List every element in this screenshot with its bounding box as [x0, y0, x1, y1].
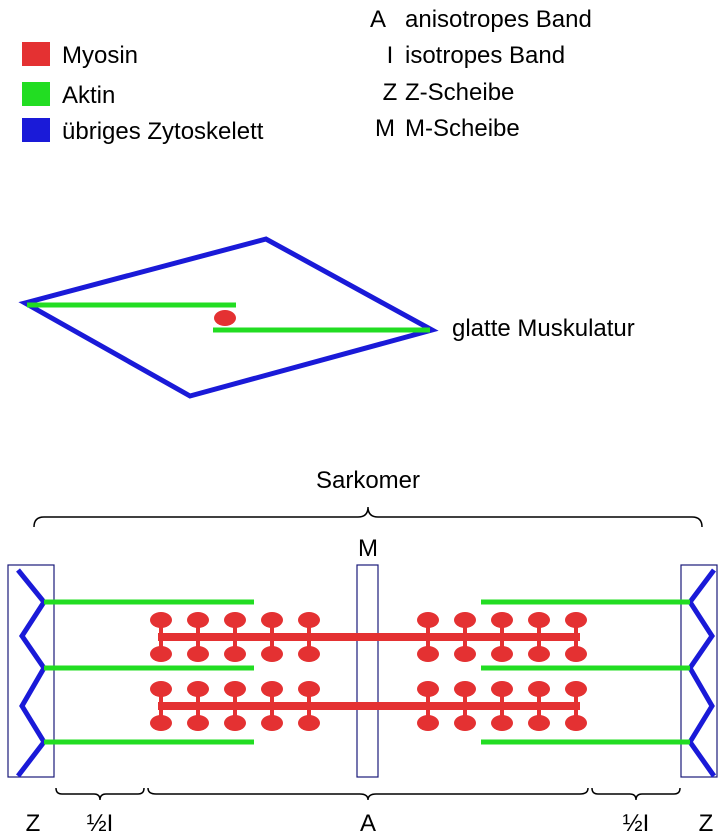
myosin-head — [528, 646, 550, 662]
myosin-head — [261, 681, 283, 697]
sarcomere-title: Sarkomer — [316, 467, 420, 494]
myosin-head — [565, 612, 587, 628]
myosin-head — [565, 715, 587, 731]
legend-swatch-myosin — [22, 42, 50, 66]
myosin-head — [261, 646, 283, 662]
myosin-head — [187, 715, 209, 731]
myosin-head — [454, 612, 476, 628]
half-i-label-left: ½I — [87, 810, 114, 834]
smooth-muscle-myosin — [214, 310, 236, 326]
myosin-head — [187, 612, 209, 628]
z-disc-right-box — [680, 564, 718, 778]
myosin-filaments — [150, 612, 587, 731]
myosin-head — [150, 715, 172, 731]
myosin-head — [224, 646, 246, 662]
abbreviation-key: A anisotropes Band I isotropes Band Z Z-… — [370, 6, 592, 142]
half-i-left-brace — [55, 787, 145, 801]
legend-label-aktin: Aktin — [62, 82, 115, 109]
legend-label-zytoskelett: übriges Zytoskelett — [62, 118, 264, 145]
myosin-head — [454, 681, 476, 697]
myosin-head — [298, 646, 320, 662]
myosin-head — [417, 646, 439, 662]
half-i-right-brace — [591, 787, 681, 801]
myosin-heads — [150, 681, 587, 731]
myosin-head — [150, 646, 172, 662]
myosin-head — [491, 715, 513, 731]
abbr-text-m: M-Scheibe — [405, 115, 520, 142]
myosin-head — [528, 681, 550, 697]
myosin-head — [491, 681, 513, 697]
myosin-filament-lower — [150, 681, 587, 731]
myosin-head — [150, 681, 172, 697]
myosin-head — [224, 612, 246, 628]
myosin-head — [565, 681, 587, 697]
m-disc-label: M — [358, 535, 378, 562]
legend-swatch-zytoskelett — [22, 118, 50, 142]
half-i-label-right: ½I — [623, 810, 650, 834]
z-disc-right-zigzag — [686, 568, 717, 778]
myosin-head — [298, 612, 320, 628]
myosin-head — [298, 715, 320, 731]
myosin-head — [224, 681, 246, 697]
myosin-head — [565, 646, 587, 662]
color-legend: Myosin Aktin übriges Zytoskelett — [22, 42, 264, 145]
abbr-text-z: Z-Scheibe — [405, 79, 514, 106]
abbr-key-a: A — [370, 6, 386, 33]
smooth-muscle-label: glatte Muskulatur — [452, 315, 635, 342]
myosin-head — [528, 612, 550, 628]
z-label-right: Z — [699, 810, 714, 834]
legend-swatch-aktin — [22, 82, 50, 106]
myosin-head — [528, 715, 550, 731]
legend-label-myosin: Myosin — [62, 42, 138, 69]
z-label-left: Z — [26, 810, 41, 834]
myosin-filament-upper — [150, 612, 587, 662]
sarcomere-brace — [33, 506, 703, 528]
abbr-key-z: Z — [383, 79, 398, 106]
myosin-head — [491, 612, 513, 628]
abbr-text-i: isotropes Band — [405, 42, 565, 69]
a-band-brace — [147, 787, 589, 801]
myosin-head — [261, 715, 283, 731]
myosin-head — [454, 715, 476, 731]
myosin-head — [187, 681, 209, 697]
bottom-braces — [55, 787, 681, 801]
a-band-label: A — [360, 810, 376, 834]
myosin-head — [298, 681, 320, 697]
myosin-head — [261, 612, 283, 628]
myosin-head — [417, 681, 439, 697]
myosin-head — [491, 646, 513, 662]
myosin-head — [417, 715, 439, 731]
abbr-key-i: I — [387, 42, 394, 69]
myosin-head — [454, 646, 476, 662]
z-disc-left-zigzag — [16, 568, 48, 778]
m-disc-box — [356, 564, 379, 778]
myosin-heads — [150, 612, 587, 662]
myosin-head — [224, 715, 246, 731]
abbr-key-m: M — [375, 115, 395, 142]
sarcomere-diagram: Sarkomer M — [7, 467, 718, 834]
actin-filaments — [44, 599, 690, 745]
abbr-text-a: anisotropes Band — [405, 6, 592, 33]
myosin-head — [187, 646, 209, 662]
myosin-head — [150, 612, 172, 628]
smooth-muscle-diagram: glatte Muskulatur — [18, 236, 635, 399]
z-disc-left-box — [7, 564, 55, 778]
myosin-head — [417, 612, 439, 628]
smooth-muscle-cytoskeleton — [18, 236, 439, 399]
